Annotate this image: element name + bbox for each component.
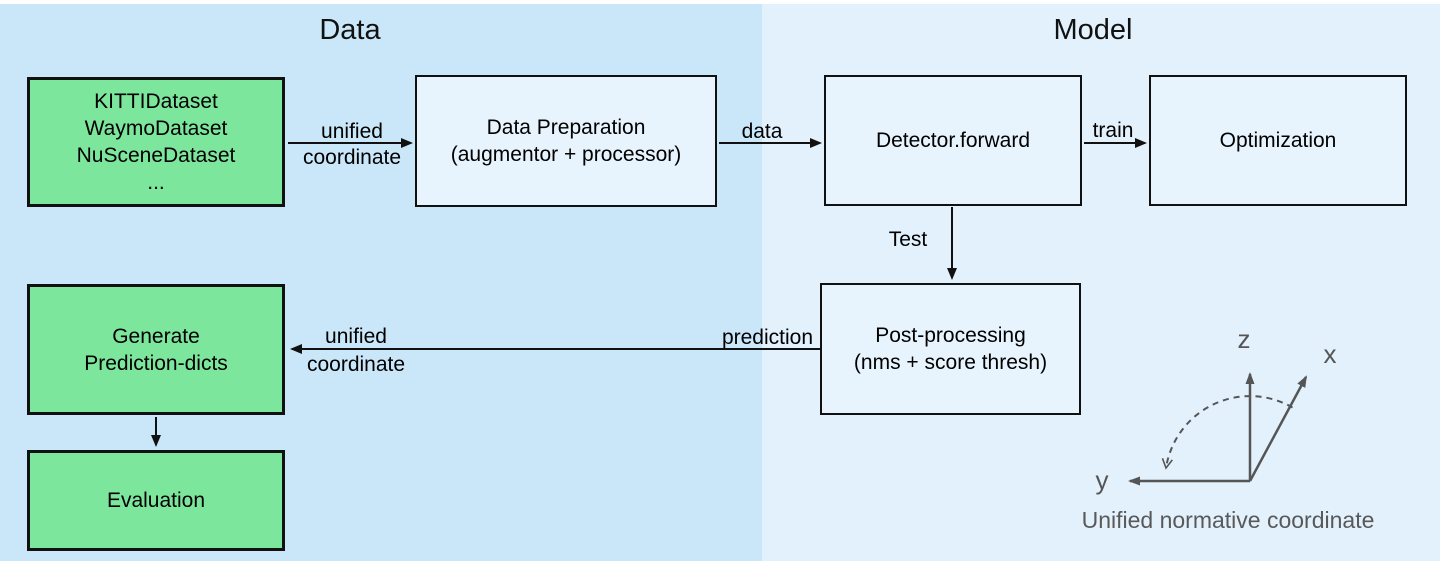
data-preparation-line: (augmentor + processor) <box>450 143 682 166</box>
edge-label-data: data <box>741 120 783 143</box>
post-processing-line: Post-processing <box>875 324 1026 347</box>
edge-label-prediction: prediction <box>721 326 813 349</box>
edge-label-unified-coordinate-bottom-line2: coordinate <box>306 353 406 376</box>
datasets-line: KITTIDataset <box>94 90 218 113</box>
edge-label-unified-coordinate-bottom-line1: unified <box>325 325 387 348</box>
detector-forward-box: Detector.forward <box>824 75 1082 206</box>
edge-label-unified-coordinate-top-line2: coordinate <box>302 146 402 169</box>
datasets-line: WaymoDataset <box>84 117 228 140</box>
evaluation-box: Evaluation <box>27 450 285 551</box>
coordinate-sketch-caption: Unified normative coordinate <box>1081 507 1375 533</box>
datasets-line: ... <box>147 171 165 194</box>
data-preparation-line: Data Preparation <box>486 116 646 139</box>
optimization-box: Optimization <box>1149 75 1407 206</box>
generate-prediction-line: Generate <box>112 324 200 348</box>
post-processing-line: (nms + score thresh) <box>853 351 1048 374</box>
model-section-title: Model <box>1053 14 1133 46</box>
datasets-line: NuSceneDataset <box>76 144 236 167</box>
edge-label-test: Test <box>888 228 928 251</box>
edge-label-train: train <box>1092 119 1134 142</box>
generate-prediction-dicts-box: Generate Prediction-dicts <box>27 284 285 415</box>
data-preparation-box: Data Preparation (augmentor + processor) <box>415 75 717 207</box>
evaluation-line: Evaluation <box>106 489 206 512</box>
post-processing-box: Post-processing (nms + score thresh) <box>820 283 1081 415</box>
edge-label-unified-coordinate-top-line1: unified <box>321 120 383 143</box>
detector-forward-line: Detector.forward <box>875 129 1031 152</box>
data-section-title: Data <box>319 14 381 46</box>
generate-prediction-line: Prediction-dicts <box>84 351 228 375</box>
datasets-box: KITTIDataset WaymoDataset NuSceneDataset… <box>27 77 285 207</box>
optimization-line: Optimization <box>1219 129 1337 152</box>
